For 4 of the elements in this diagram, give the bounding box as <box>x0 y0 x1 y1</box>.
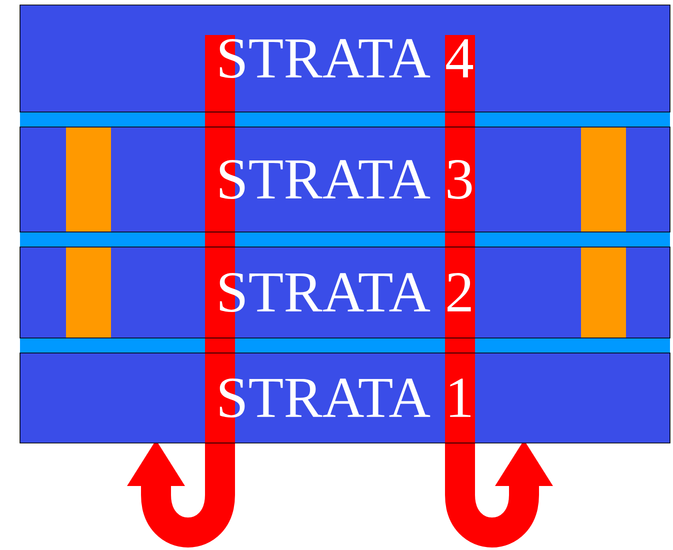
via-pillar <box>66 128 111 232</box>
via-pillar <box>581 128 626 232</box>
via-pillar <box>581 248 626 338</box>
via-pillar <box>66 248 111 338</box>
